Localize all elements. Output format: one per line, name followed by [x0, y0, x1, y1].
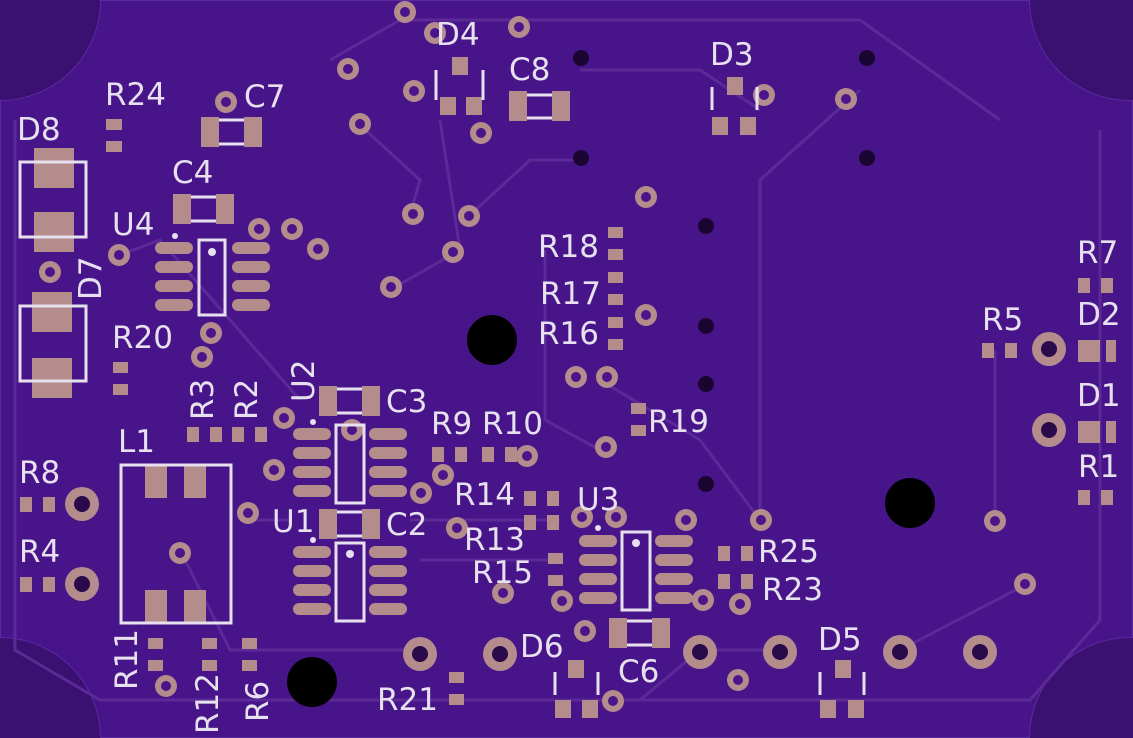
label-R19: R19: [648, 404, 709, 440]
mounting-holes: [287, 315, 935, 707]
label-C2: C2: [386, 507, 427, 543]
label-R15: R15: [472, 555, 533, 591]
label-R20: R20: [112, 320, 173, 356]
label-C7: C7: [244, 79, 285, 115]
label-D6: D6: [520, 629, 564, 665]
label-R14: R14: [454, 477, 515, 513]
label-R23: R23: [762, 572, 823, 608]
through-hole-pads: [65, 332, 1066, 671]
label-R2: R2: [229, 379, 265, 420]
label-D2: D2: [1077, 297, 1121, 333]
label-R16: R16: [538, 316, 599, 352]
label-R21: R21: [377, 682, 438, 718]
label-R12: R12: [190, 673, 226, 734]
ic-pads: [155, 242, 693, 615]
label-L1: L1: [118, 424, 155, 460]
label-R17: R17: [540, 276, 601, 312]
traces: [13, 18, 1102, 702]
label-D7: D7: [73, 256, 109, 300]
label-R10: R10: [482, 406, 543, 442]
label-R5: R5: [982, 302, 1023, 338]
small-vias: [573, 50, 875, 492]
label-R8: R8: [19, 455, 60, 491]
label-R6: R6: [240, 681, 276, 722]
label-R25: R25: [758, 534, 819, 570]
label-C6: C6: [618, 654, 659, 690]
label-D1: D1: [1077, 378, 1121, 414]
label-U1: U1: [272, 504, 314, 540]
corner-cutout-tr: [1030, 0, 1133, 101]
label-D8: D8: [17, 112, 61, 148]
label-R1: R1: [1078, 449, 1119, 485]
silkscreen-labels-vertical: D7 R3 R2 U2 R11 R12 R6: [73, 256, 322, 734]
pin1-markers: [172, 233, 640, 558]
mounting-hole: [287, 657, 337, 707]
label-U2: U2: [286, 360, 322, 402]
mounting-hole: [467, 315, 517, 365]
label-R4: R4: [19, 534, 60, 570]
label-R18: R18: [538, 229, 599, 265]
label-C4: C4: [172, 155, 213, 191]
label-R13: R13: [464, 522, 525, 558]
label-U3: U3: [577, 482, 619, 518]
smd-pads: [20, 57, 1116, 718]
label-C8: C8: [509, 52, 550, 88]
label-D5: D5: [818, 622, 862, 658]
label-U4: U4: [112, 207, 154, 243]
label-R11: R11: [109, 629, 145, 690]
label-R3: R3: [185, 379, 221, 420]
silkscreen-outlines: [18, 70, 866, 695]
mounting-hole: [885, 478, 935, 528]
corner-cutout-bl: [0, 638, 100, 738]
label-R9: R9: [431, 406, 472, 442]
corner-cutout-br: [1030, 637, 1133, 738]
label-D4: D4: [436, 17, 480, 53]
label-R7: R7: [1077, 235, 1118, 271]
via-drills: [45, 7, 1030, 706]
silkscreen-labels: D4 C8 D3 R24 C7 D8 C4 U4 R18 R17 R16 R7 …: [17, 17, 1121, 718]
label-R24: R24: [105, 77, 166, 113]
corner-cutout-tl: [0, 0, 100, 100]
label-D3: D3: [710, 37, 754, 73]
label-C3: C3: [386, 384, 427, 420]
